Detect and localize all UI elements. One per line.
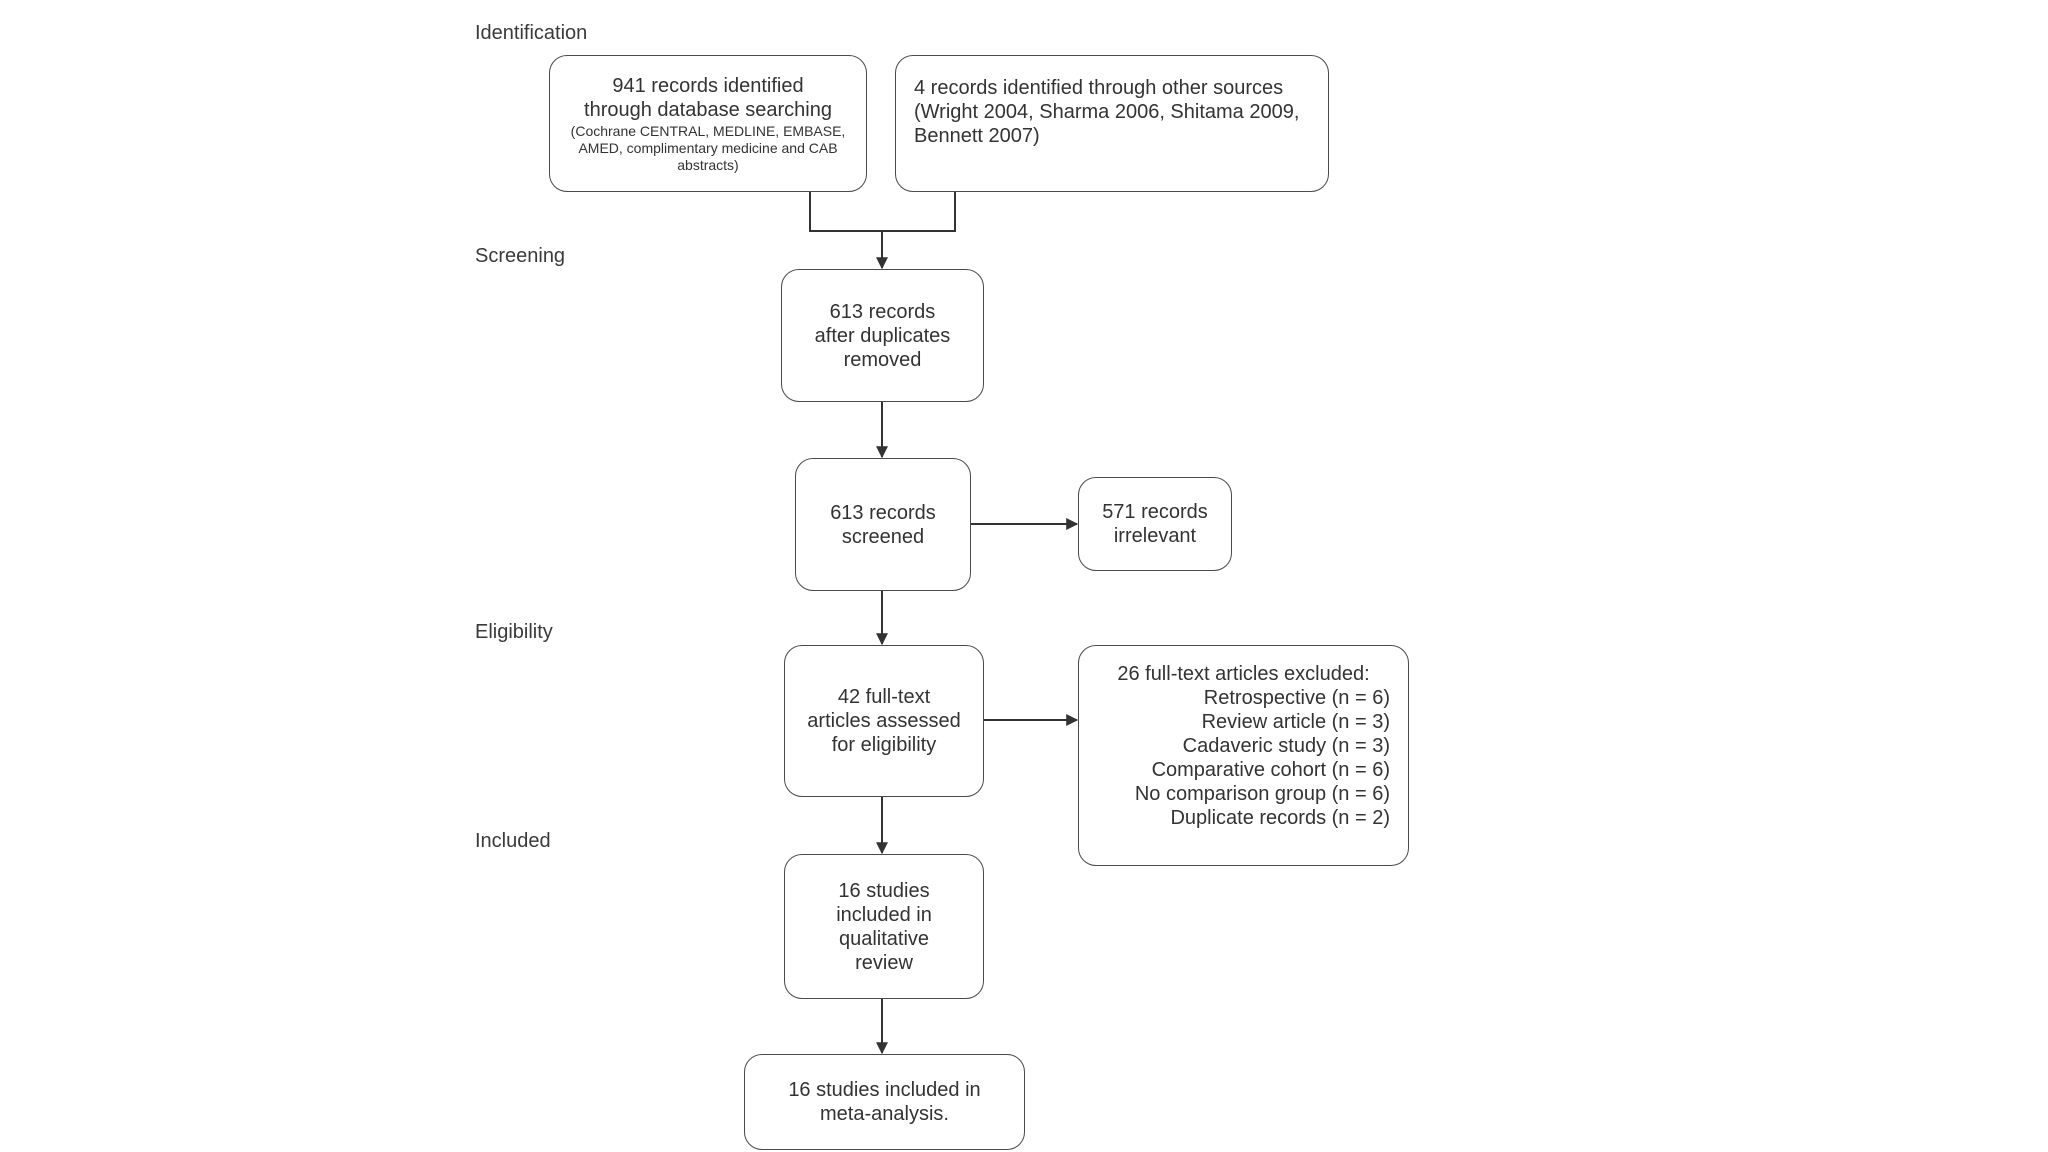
stage-label-screening: Screening: [475, 245, 566, 267]
qualitative-review-text: 16 studies included in qualitative revie…: [836, 879, 932, 974]
exclusion-reason: Cadaveric study (n = 3): [1182, 735, 1390, 757]
stage-label-included: Included: [475, 830, 551, 852]
database-list: (Cochrane CENTRAL, MEDLINE, EMBASE, AMED…: [570, 122, 846, 173]
exclusion-reason: Retrospective (n = 6): [1203, 687, 1390, 709]
irrelevant-text: 571 records irrelevant: [1102, 501, 1208, 547]
after-duplicates-box: 613 records after duplicates removed: [781, 269, 984, 402]
other-sources-box: 4 records identified through other sourc…: [895, 55, 1329, 192]
exclusion-reason: Comparative cohort (n = 6): [1151, 759, 1390, 781]
excluded-title: 26 full-text articles excluded:: [1117, 663, 1370, 685]
qualitative-review-box: 16 studies included in qualitative revie…: [784, 854, 984, 999]
merge-connector-right: [882, 192, 956, 232]
irrelevant-box: 571 records irrelevant: [1078, 477, 1232, 571]
exclusion-reasons-list: Retrospective (n = 6) Review article (n …: [1097, 686, 1390, 830]
exclusion-reason: Duplicate records (n = 2): [1170, 807, 1390, 829]
other-sources-text: 4 records identified through other sourc…: [914, 77, 1300, 147]
meta-analysis-text: 16 studies included in meta-analysis.: [788, 1079, 981, 1125]
exclusion-reason: Review article (n = 3): [1201, 711, 1390, 733]
full-text-assessed-box: 42 full-text articles assessed for eligi…: [784, 645, 984, 797]
merge-connector-left: [809, 192, 882, 232]
database-records-count: 941 records identified through database …: [584, 74, 832, 121]
screened-text: 613 records screened: [830, 501, 936, 548]
database-records-box: 941 records identified through database …: [549, 55, 867, 192]
full-text-assessed-text: 42 full-text articles assessed for eligi…: [807, 686, 961, 756]
after-duplicates-text: 613 records after duplicates removed: [814, 300, 951, 371]
screened-box: 613 records screened: [795, 458, 971, 591]
meta-analysis-box: 16 studies included in meta-analysis.: [744, 1054, 1025, 1150]
stage-label-identification: Identification: [475, 22, 588, 44]
stage-label-eligibility: Eligibility: [475, 621, 553, 643]
excluded-articles-box: 26 full-text articles excluded: Retrospe…: [1078, 645, 1409, 866]
exclusion-reason: No comparison group (n = 6): [1134, 783, 1390, 805]
